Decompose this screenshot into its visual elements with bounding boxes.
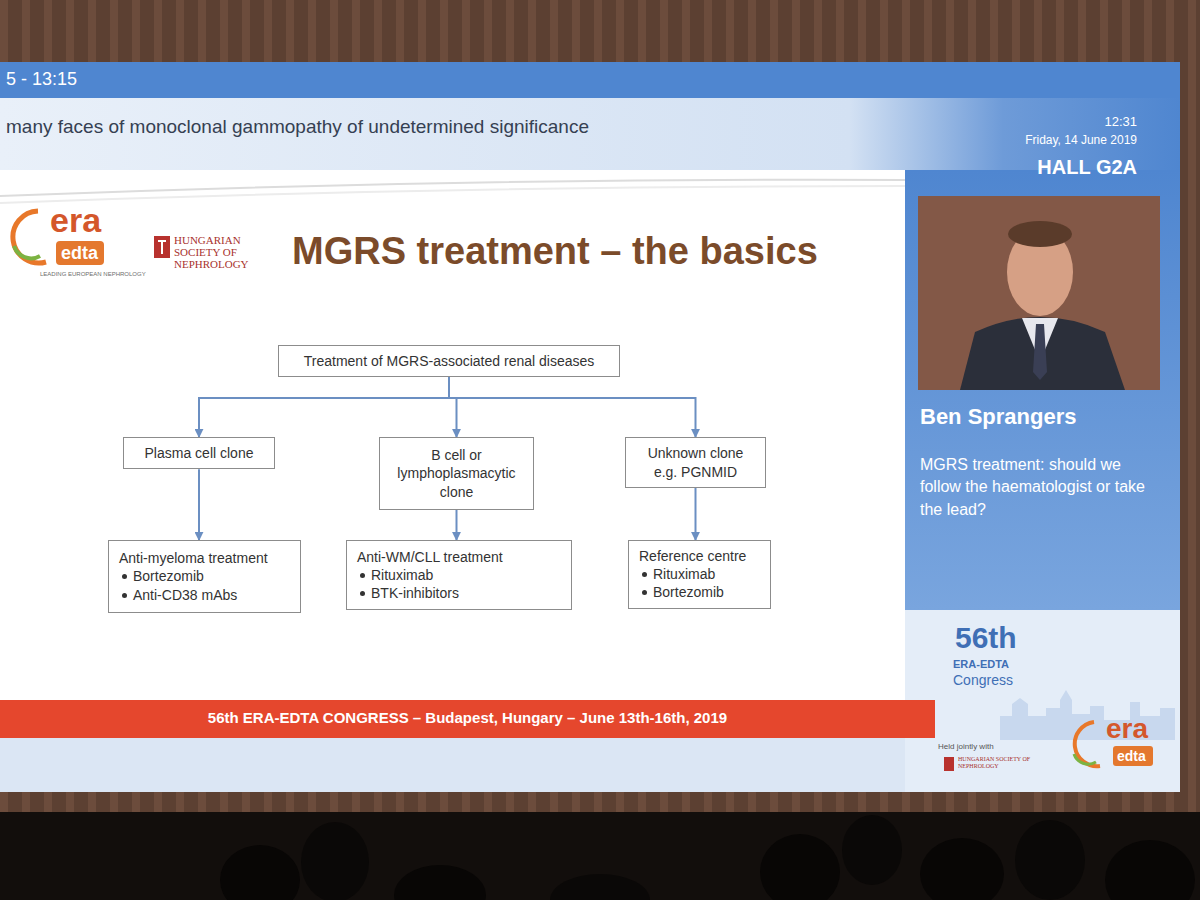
process-box: Anti-WM/CLL treatmentRituximabBTK-inhibi… — [346, 540, 572, 610]
session-time: 5 - 13:15 — [6, 69, 77, 91]
flow-arrow — [695, 488, 697, 540]
logo-swirl — [13, 211, 46, 263]
session-date: Friday, 14 June 2019 — [967, 133, 1137, 147]
process-box: Unknown clone e.g. PGNMID — [625, 437, 766, 488]
congress-footer: 56th ERA-EDTA CONGRESS – Budapest, Hunga… — [0, 709, 935, 727]
talk-title: MGRS treatment: should we follow the hae… — [920, 454, 1165, 521]
audience-head — [842, 815, 902, 885]
logo-badge — [1113, 746, 1153, 766]
slide — [0, 170, 905, 700]
hall-name: HALL G2A — [967, 155, 1137, 179]
header-strip — [0, 62, 1180, 98]
box-label: Reference centre — [639, 548, 746, 564]
list-item: Rituximab — [653, 566, 715, 582]
process-box: B cell or lymphoplasmacytic clone — [379, 437, 534, 510]
bullet-dot — [642, 590, 647, 595]
speaker-name: Ben Sprangers — [920, 404, 1077, 430]
logo-text: edta — [1117, 748, 1146, 765]
bullet-dot — [122, 574, 127, 579]
bullet-dot — [122, 593, 127, 598]
slide-swoosh — [0, 180, 905, 196]
flow-arrow — [449, 377, 696, 437]
list-item: Rituximab — [371, 567, 433, 583]
speaker-hair — [1008, 221, 1072, 247]
society-emblem — [944, 757, 954, 771]
audience-head — [920, 838, 1004, 900]
joint-note: Held jointly with — [938, 742, 994, 752]
box-label: Treatment of MGRS-associated renal disea… — [304, 353, 595, 369]
audience-head — [301, 822, 369, 900]
speaker-suit — [960, 317, 1125, 390]
flow-arrow — [198, 469, 200, 540]
bullet-dot — [360, 591, 365, 596]
audience-head — [394, 865, 486, 900]
flow-arrow — [449, 377, 457, 437]
list-item: Bortezomib — [133, 568, 204, 584]
society-emblem — [154, 236, 170, 258]
congress-logo: ERA-EDTA — [953, 658, 1009, 671]
congress-logo: 56th — [955, 620, 1017, 656]
bullet-dot — [360, 573, 365, 578]
audience-head — [760, 834, 840, 900]
screen-margin — [0, 738, 905, 792]
list-item: BTK-inhibitors — [371, 585, 459, 601]
speaker-panel — [905, 170, 1180, 610]
logo-badge — [56, 241, 104, 265]
slide-title: MGRS treatment – the basics — [292, 230, 818, 273]
box-label: Anti-WM/CLL treatment — [357, 549, 503, 565]
logo-tagline: LEADING EUROPEAN NEPHROLOGY — [40, 271, 146, 278]
slide-swoosh — [0, 186, 905, 203]
audience-head — [1105, 840, 1195, 900]
logo-swirl — [1074, 754, 1096, 764]
process-box: Anti-myeloma treatmentBortezomibAnti-CD3… — [108, 540, 301, 613]
clock-time: 12:31 — [1007, 114, 1137, 130]
box-label: Plasma cell clone — [145, 445, 254, 461]
box-label: B cell or lymphoplasmacytic clone — [397, 447, 515, 499]
logo-text: era — [50, 200, 101, 241]
projection-screen — [0, 62, 1180, 792]
logo-swirl — [14, 246, 40, 258]
society-name: HUNGARIAN SOCIETY OF NEPHROLOGY — [958, 756, 1038, 769]
session-title: many faces of monoclonal gammopathy of u… — [6, 116, 589, 139]
speaker-video — [918, 196, 1160, 390]
process-box: Plasma cell clone — [123, 437, 275, 469]
logo-text: era — [1106, 712, 1148, 746]
flow-arrow — [456, 510, 458, 540]
flow-arrow — [199, 377, 449, 437]
audience-head — [220, 845, 300, 900]
box-label: Unknown clone e.g. PGNMID — [640, 444, 752, 480]
list-item: Anti-CD38 mAbs — [133, 587, 237, 603]
bullet-dot — [642, 572, 647, 577]
list-item: Bortezomib — [653, 584, 724, 600]
logo-text: edta — [61, 243, 98, 265]
process-box: Reference centreRituximabBortezomib — [628, 540, 771, 609]
congress-logo: Congress — [953, 672, 1013, 689]
society-name: HUNGARIAN SOCIETY OF NEPHROLOGY — [174, 234, 274, 270]
audience-head — [550, 874, 650, 900]
city-skyline — [1000, 690, 1175, 740]
speaker-panel-lower — [905, 610, 1180, 792]
society-emblem — [158, 241, 166, 254]
logo-swirl — [1075, 722, 1100, 766]
audience-head — [1015, 820, 1085, 900]
process-box: Treatment of MGRS-associated renal disea… — [278, 345, 620, 377]
speaker-tie — [1033, 324, 1047, 380]
footer-bar — [0, 700, 935, 738]
box-label: Anti-myeloma treatment — [119, 550, 268, 566]
header-band — [0, 98, 1180, 170]
